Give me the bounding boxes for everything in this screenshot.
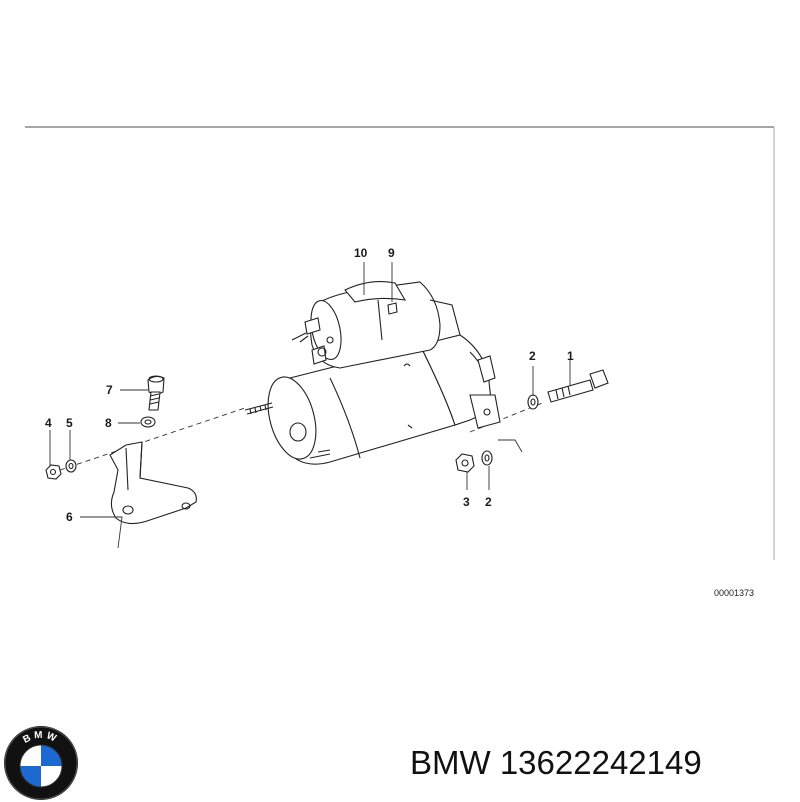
washer-bracket (140, 416, 156, 428)
leader-lines (49, 262, 571, 549)
starter-motor (244, 281, 501, 465)
hex-nut-left (45, 464, 62, 480)
washer-lower (481, 450, 493, 466)
callout-8: 8 (105, 416, 112, 430)
callout-2-lower: 2 (485, 495, 492, 509)
washer-left (65, 459, 77, 473)
part-caption: BMW 13622242149 (410, 738, 795, 788)
brand-name: BMW (410, 744, 491, 781)
bmw-roundel-icon: BMW (4, 726, 78, 800)
mounting-bolt (547, 369, 609, 403)
callout-4: 4 (45, 416, 52, 430)
callout-10: 10 (354, 246, 368, 260)
hex-nut-lower (455, 453, 475, 473)
callout-1: 1 (567, 349, 574, 363)
callout-3: 3 (463, 495, 470, 509)
callout-9: 9 (388, 246, 395, 260)
callout-6: 6 (66, 510, 73, 524)
callout-5: 5 (66, 416, 73, 430)
support-bracket (109, 441, 197, 525)
diagram-reference-code: 00001373 (714, 588, 754, 598)
svg-text:BMW: BMW (21, 730, 60, 746)
socket-head-bolt (147, 375, 165, 411)
callout-2-upper: 2 (529, 349, 536, 363)
washer-right-top (527, 394, 539, 410)
logo-letters: BMW (21, 730, 57, 746)
part-number: 13622242149 (499, 744, 702, 781)
callout-7: 7 (106, 383, 113, 397)
